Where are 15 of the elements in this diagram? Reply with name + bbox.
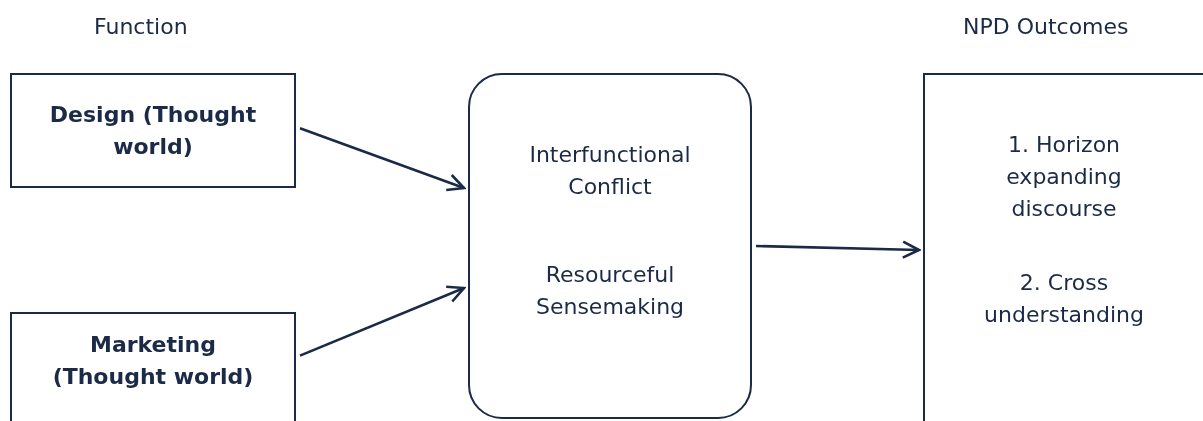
box-heading: Marketing (Thought world) — [51, 330, 255, 391]
arrow — [299, 285, 466, 357]
process-box — [10, 312, 296, 421]
outcome-text: 2. Cross understanding — [983, 268, 1145, 329]
rounded-box — [468, 73, 752, 419]
column-heading: Function — [94, 14, 188, 39]
process-box — [10, 73, 296, 188]
outcome-text: 1. Horizon expanding discourse — [1005, 131, 1123, 224]
arrow — [299, 126, 466, 192]
box-heading: Design (Thought world) — [48, 100, 258, 161]
column-heading: NPD Outcomes — [963, 14, 1129, 39]
box-text: Resourceful Sensemaking — [534, 261, 686, 321]
process-box — [923, 73, 1203, 421]
box-text: Interfunctional Conflict — [528, 141, 692, 202]
arrow — [755, 240, 921, 259]
